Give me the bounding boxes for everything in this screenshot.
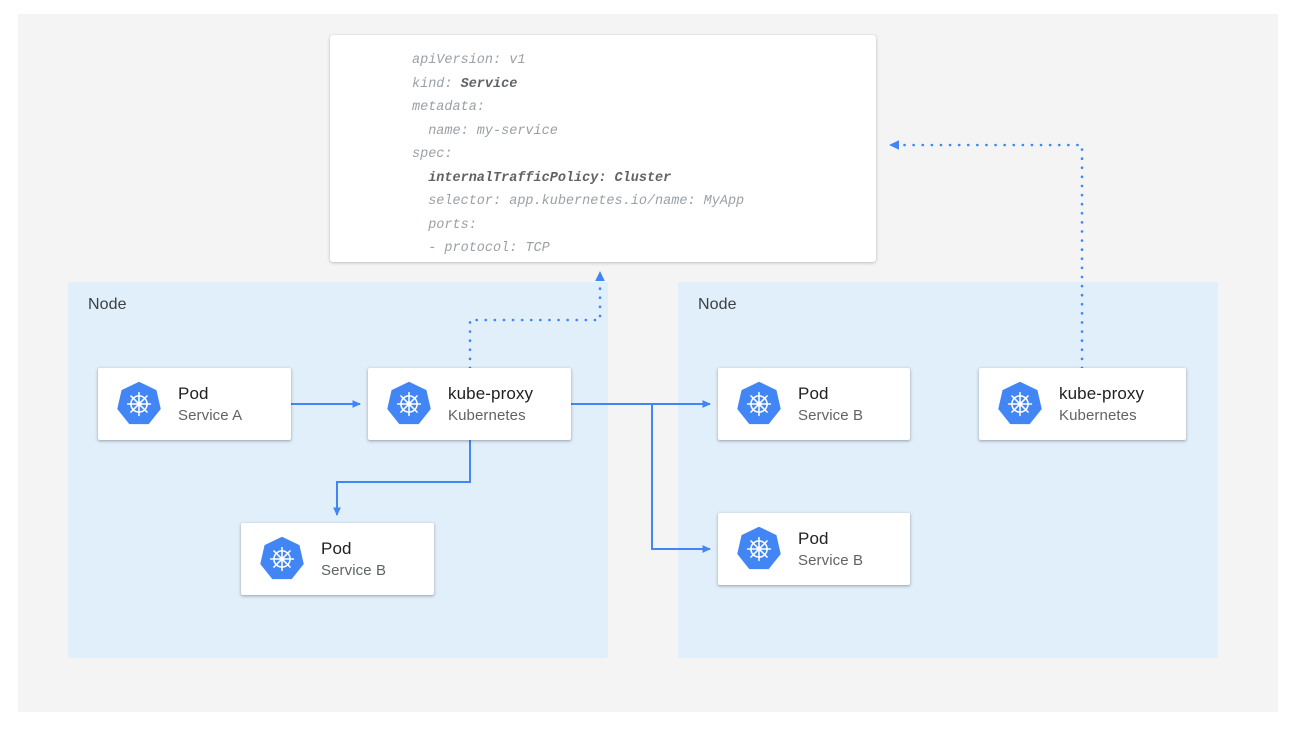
box-pod-service-b-remote-top[interactable]: Pod Service B bbox=[718, 368, 910, 440]
box-subtitle: Service A bbox=[178, 406, 243, 424]
box-subtitle: Service B bbox=[321, 561, 387, 579]
manifest-line: kind: Service bbox=[412, 76, 518, 92]
box-subtitle: Kubernetes bbox=[448, 406, 526, 424]
manifest-line: name: my-service bbox=[412, 123, 558, 139]
manifest-line: spec: bbox=[412, 147, 453, 162]
manifest-line: apiVersion: v1 bbox=[412, 53, 526, 68]
box-kube-proxy-left[interactable]: kube-proxy Kubernetes bbox=[368, 368, 571, 440]
service-manifest-card: apiVersion: v1 kind: Service metadata: nam… bbox=[330, 35, 876, 262]
kubernetes-icon bbox=[736, 381, 782, 427]
kubernetes-icon bbox=[736, 526, 782, 572]
node-label-left: Node bbox=[88, 296, 127, 313]
kubernetes-icon bbox=[386, 381, 432, 427]
manifest-line: port: 80 bbox=[412, 261, 744, 263]
box-pod-service-a[interactable]: Pod Service A bbox=[98, 368, 291, 440]
manifest-line: metadata: bbox=[412, 100, 485, 115]
box-subtitle: Service B bbox=[798, 406, 864, 424]
service-manifest-text: apiVersion: v1 kind: Service metadata: nam… bbox=[412, 49, 744, 262]
node-container-left: Node bbox=[68, 282, 608, 658]
box-title: Pod bbox=[798, 528, 829, 548]
node-container-right: Node bbox=[678, 282, 1218, 658]
box-kube-proxy-right[interactable]: kube-proxy Kubernetes bbox=[979, 368, 1186, 440]
box-title: Pod bbox=[178, 383, 209, 403]
box-title: kube-proxy bbox=[448, 383, 534, 403]
node-label-right: Node bbox=[698, 296, 737, 313]
manifest-line: ports: bbox=[412, 217, 477, 233]
box-pod-service-b-remote-bottom[interactable]: Pod Service B bbox=[718, 513, 910, 585]
box-title: Pod bbox=[798, 383, 829, 403]
box-subtitle: Kubernetes bbox=[1059, 406, 1137, 424]
kubernetes-icon bbox=[116, 381, 162, 427]
box-title: Pod bbox=[321, 538, 352, 558]
manifest-line: - protocol: TCP bbox=[412, 241, 550, 256]
manifest-line: internalTrafficPolicy: Cluster bbox=[428, 170, 672, 186]
kubernetes-icon bbox=[997, 381, 1043, 427]
box-subtitle: Service B bbox=[798, 551, 864, 569]
box-pod-service-b-local[interactable]: Pod Service B bbox=[241, 523, 434, 595]
manifest-line: selector: app.kubernetes.io/name: MyApp bbox=[412, 194, 745, 209]
kubernetes-icon bbox=[259, 536, 305, 582]
box-title: kube-proxy bbox=[1059, 383, 1145, 403]
